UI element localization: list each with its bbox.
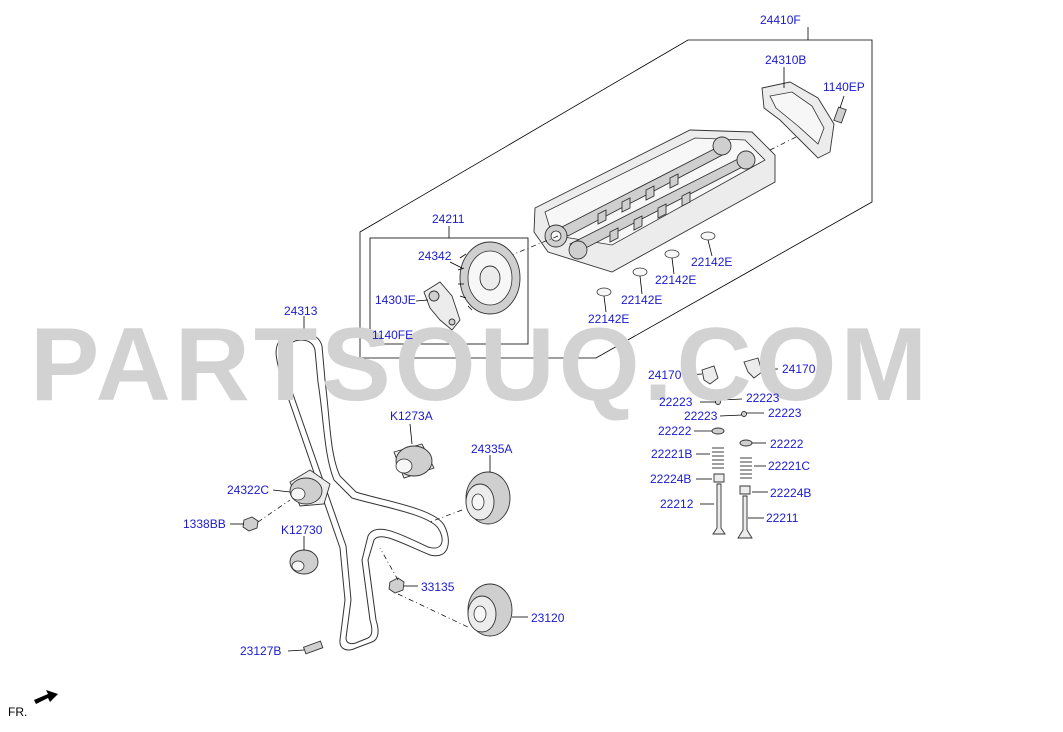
part-label-22224b-1[interactable]: 22224B: [650, 472, 691, 486]
part-label-1140ep[interactable]: 1140EP: [823, 80, 865, 94]
timing-belt: [275, 316, 449, 651]
valve-train: [694, 398, 768, 539]
part-label-22224b-2[interactable]: 22224B: [770, 486, 811, 500]
part-label-24342[interactable]: 24342: [418, 249, 452, 263]
cam-sprocket: [449, 241, 521, 315]
part-label-22223-1[interactable]: 22223: [659, 395, 693, 409]
part-label-1140fe[interactable]: 1140FE: [372, 328, 413, 342]
part-label-24313[interactable]: 24313: [284, 304, 318, 318]
part-label-33135[interactable]: 33135: [421, 580, 455, 594]
part-label-22142e-4[interactable]: 22142E: [588, 312, 629, 326]
part-label-22211[interactable]: 22211: [766, 511, 799, 525]
part-label-22142e-3[interactable]: 22142E: [621, 293, 662, 307]
part-label-k1273a[interactable]: K1273A: [390, 409, 433, 423]
tensioner-24322c: [272, 469, 331, 507]
part-label-1338bb[interactable]: 1338BB: [183, 517, 226, 531]
part-label-23127b[interactable]: 23127B: [240, 644, 281, 658]
watermark-text: PARTSOUQ.COM: [30, 307, 931, 423]
part-label-22222-2[interactable]: 22222: [770, 437, 804, 451]
part-label-1430je[interactable]: 1430JE: [375, 293, 416, 307]
rocker-arms: [685, 357, 778, 385]
part-label-24170-1[interactable]: 24170: [648, 368, 682, 382]
part-label-22222-1[interactable]: 22222: [658, 424, 692, 438]
part-label-24211[interactable]: 24211: [432, 212, 465, 226]
head-assembly-frame: [359, 27, 873, 359]
nut-1338bb: [230, 499, 291, 532]
part-label-24310b[interactable]: 24310B: [765, 53, 806, 67]
sprocket-24335a: [429, 455, 511, 525]
cylinder-head: [469, 119, 831, 273]
front-direction-indicator: FR.: [8, 690, 58, 719]
bolt-1140ep: [833, 95, 847, 124]
part-label-22142e-1[interactable]: 22142E: [691, 255, 732, 269]
part-label-22223-2[interactable]: 22223: [746, 391, 780, 405]
part-label-22212[interactable]: 22212: [660, 497, 694, 511]
part-label-24410f[interactable]: 24410F: [760, 13, 801, 27]
washers-22142e: [596, 231, 716, 313]
part-label-22221c[interactable]: 22221C: [768, 459, 810, 473]
idler-k12730: [289, 536, 319, 575]
part-label-k12730[interactable]: K12730: [281, 523, 323, 537]
front-arrow-icon: [34, 690, 58, 704]
timing-cover: [761, 67, 835, 159]
bolt-23127b: [287, 640, 324, 655]
part-label-24322c[interactable]: 24322C: [227, 483, 269, 497]
part-label-23120[interactable]: 23120: [531, 611, 565, 625]
idler-k1273a: [393, 423, 435, 479]
front-direction-label: FR.: [8, 705, 27, 719]
part-label-24170-2[interactable]: 24170: [782, 362, 816, 376]
bolt-33135: [379, 547, 471, 629]
crank-sprocket-23120: [467, 583, 528, 637]
part-label-24335a[interactable]: 24335A: [471, 442, 512, 456]
part-label-22221b[interactable]: 22221B: [651, 447, 692, 461]
part-label-22223-3[interactable]: 22223: [684, 409, 718, 423]
part-label-22223-4[interactable]: 22223: [768, 406, 802, 420]
cam-adapter: [415, 281, 461, 336]
part-label-22142e-2[interactable]: 22142E: [655, 273, 696, 287]
